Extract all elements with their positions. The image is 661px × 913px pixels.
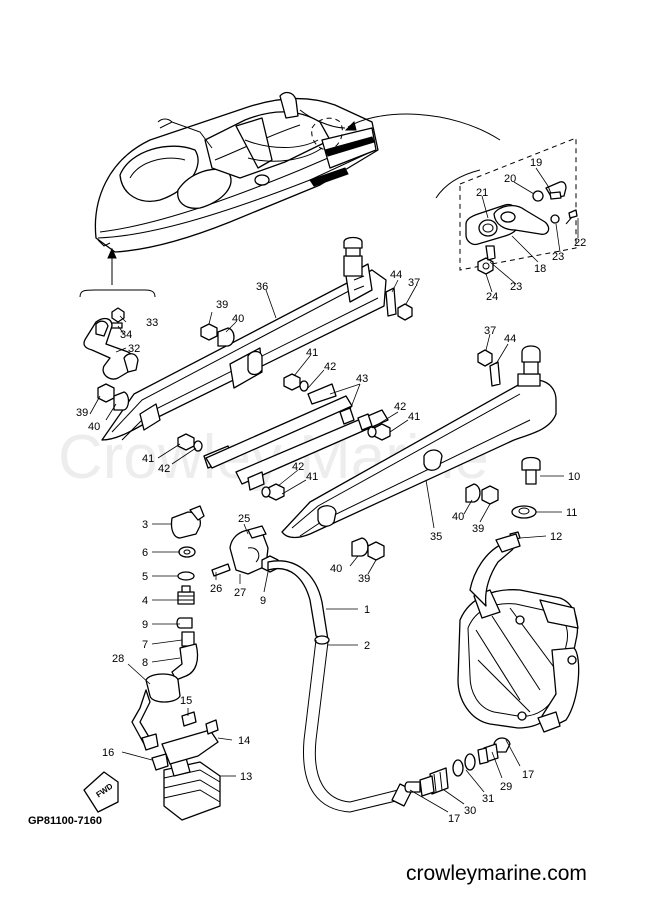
callout-41-left: 41 [142,453,154,465]
inset-detail [435,137,578,275]
callout-26: 26 [210,583,222,595]
callout-44-top: 44 [390,269,402,281]
callout-27: 27 [234,587,246,599]
callout-25: 25 [238,513,250,525]
callout-21: 21 [476,187,488,199]
callout-10: 10 [568,471,580,483]
callout-2: 2 [364,640,370,652]
callout-20: 20 [504,173,516,185]
gaskets [205,395,391,501]
bracket-parts [83,307,139,380]
callout-40-left: 40 [88,421,100,433]
callout-23-left: 23 [510,281,522,293]
hoses [267,560,413,813]
callout-3: 3 [142,519,148,531]
right-box-fasteners [351,456,541,561]
callout-11: 11 [566,507,577,519]
callout-18: 18 [534,263,546,275]
leader-lines [89,167,579,813]
callout-40-lower: 40 [330,563,342,575]
callout-19: 19 [530,157,542,169]
callout-42-right: 42 [394,401,406,413]
callout-6: 6 [142,547,148,559]
callout-1: 1 [364,604,370,616]
callout-37-right: 37 [484,325,496,337]
callout-17-right: 17 [522,769,534,781]
jet-pump-housing [457,533,580,733]
callout-22: 22 [574,237,586,249]
callout-31: 31 [482,793,494,805]
callout-41-lower: 41 [306,471,318,483]
callout-8: 8 [142,657,148,669]
left-exhaust-box [101,236,397,441]
callout-42-left: 42 [158,463,170,475]
callout-37-top: 37 [408,277,420,289]
callout-39-lower: 39 [358,573,370,585]
callout-5: 5 [142,571,148,583]
bow-arrow [107,247,117,259]
bottom-fittings [404,737,511,797]
callout-16: 16 [102,747,114,759]
callout-14: 14 [238,735,250,747]
callout-33: 33 [146,317,158,329]
bow-bracket [79,289,156,298]
callout-35: 35 [430,531,442,543]
callout-numbers: 1 2 3 4 5 6 7 8 9 9 10 11 12 13 14 15 16… [76,157,586,825]
callout-4: 4 [142,595,148,607]
callout-43: 43 [356,373,368,385]
callout-17-bottom: 17 [448,813,460,825]
callout-29: 29 [500,781,512,793]
callout-42-lower: 42 [292,461,304,473]
fwd-arrow-icon: FWD [83,771,119,813]
craft-to-inset-leader [347,113,501,141]
callout-39-top: 39 [216,299,228,311]
callout-42-top: 42 [324,361,336,373]
watercraft-illustration [94,91,379,253]
callout-36: 36 [256,281,268,293]
left-column-parts [131,505,279,751]
callout-30: 30 [464,805,476,817]
callout-41-right: 41 [408,411,420,423]
callout-28: 28 [112,653,124,665]
callout-9-right: 9 [260,595,266,607]
callout-9-left: 9 [142,619,148,631]
callout-34: 34 [120,329,132,341]
water-box [151,711,221,821]
callout-12: 12 [550,531,562,543]
callout-40-top: 40 [232,313,244,325]
part-code: GP81100-7160 [28,815,102,827]
callout-13: 13 [240,771,252,783]
callout-23-right: 23 [552,251,564,263]
website-label: crowleymarine.com [406,862,587,885]
callout-7: 7 [142,639,148,651]
callout-15: 15 [180,695,192,707]
callout-41-top: 41 [306,347,318,359]
callout-24: 24 [486,291,498,303]
callout-39-right: 39 [472,523,484,535]
right-exhaust-box [281,345,557,539]
callout-32: 32 [128,343,140,355]
inset-arrow [344,121,357,131]
callout-44-right: 44 [504,333,516,345]
callout-40-right: 40 [452,511,464,523]
callout-39-left: 39 [76,407,88,419]
